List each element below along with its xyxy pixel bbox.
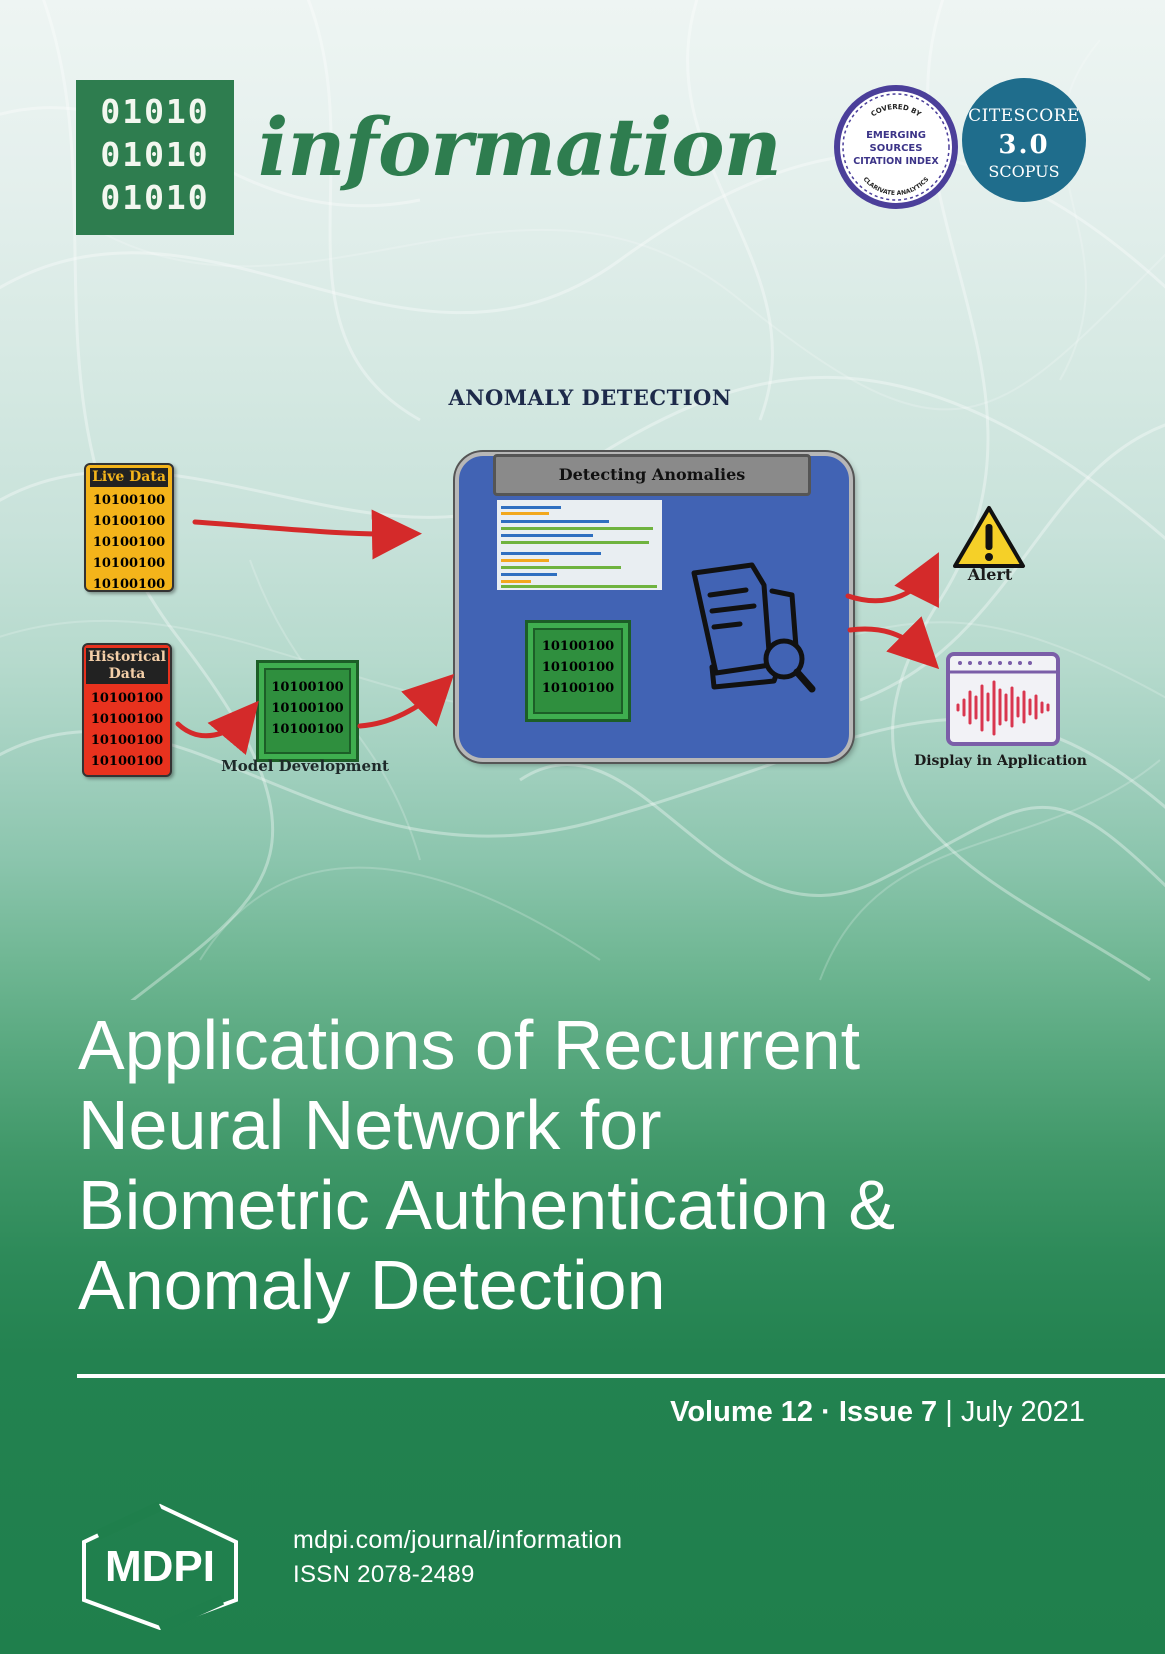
title-line: Biometric Authentication & bbox=[78, 1166, 896, 1244]
title-divider bbox=[77, 1374, 1165, 1378]
figure-title: ANOMALY DETECTION bbox=[448, 385, 732, 410]
thumbnail-bar bbox=[501, 541, 649, 544]
separator-pipe: | bbox=[937, 1396, 961, 1428]
title-line: Anomaly Detection bbox=[78, 1246, 666, 1324]
display-in-application-label: Display in Application bbox=[914, 753, 1087, 769]
historical-label-line: Data bbox=[108, 666, 146, 682]
thumbnail-bar bbox=[501, 559, 549, 562]
separator-dot: · bbox=[813, 1396, 839, 1428]
panel-chip: 10100100 10100100 10100100 bbox=[525, 620, 631, 722]
logo-binary-row: 01010 bbox=[100, 92, 210, 131]
citescore-source: SCOPUS bbox=[988, 162, 1060, 181]
journal-url: mdpi.com/journal/information bbox=[293, 1526, 623, 1554]
thumbnail-bar bbox=[501, 512, 549, 515]
publisher-name: MDPI bbox=[105, 1542, 215, 1591]
application-display-icon bbox=[946, 652, 1060, 746]
panel-title: Detecting Anomalies bbox=[493, 454, 811, 496]
esci-line: SOURCES bbox=[870, 143, 923, 154]
binary-line: 10100100 bbox=[271, 701, 344, 716]
citescore-label: CITESCORE bbox=[968, 106, 1080, 126]
binary-line: 10100100 bbox=[90, 754, 164, 769]
thumbnail-bar bbox=[501, 527, 653, 530]
title-line: Neural Network for bbox=[78, 1086, 662, 1164]
thumbnail-bar bbox=[501, 566, 621, 569]
logo-binary-row: 01010 bbox=[100, 178, 210, 217]
thumbnail-bar bbox=[501, 585, 657, 588]
issn: ISSN 2078-2489 bbox=[293, 1561, 475, 1588]
binary-line: 10100100 bbox=[90, 733, 164, 748]
binary-line: 10100100 bbox=[271, 722, 344, 737]
binary-line: 10100100 bbox=[271, 680, 344, 695]
binary-line: 10100100 bbox=[92, 535, 166, 550]
thumbnail-bar bbox=[501, 580, 531, 583]
thumbnail-bar bbox=[501, 520, 609, 523]
journal-name: information bbox=[258, 100, 782, 194]
logo-binary-row: 01010 bbox=[100, 135, 210, 174]
thumbnail-bar bbox=[501, 534, 593, 537]
binary-line: 10100100 bbox=[92, 493, 166, 508]
binary-line: 10100100 bbox=[90, 691, 164, 706]
esci-line: EMERGING bbox=[866, 130, 926, 141]
binary-line: 10100100 bbox=[541, 681, 615, 696]
thumbnail-bar bbox=[501, 552, 601, 555]
binary-line: 10100100 bbox=[90, 712, 164, 727]
issue-info: Volume 12 · Issue 7 | July 2021 bbox=[655, 1396, 1085, 1429]
thumbnail-bar bbox=[501, 573, 557, 576]
document-search-icon bbox=[691, 562, 816, 693]
binary-line: 10100100 bbox=[92, 577, 166, 592]
binary-line: 10100100 bbox=[92, 514, 166, 529]
citescore-value: 3.0 bbox=[998, 130, 1050, 160]
alert-icon bbox=[953, 506, 1025, 568]
thumbnail-bar bbox=[501, 506, 561, 509]
live-data-label: Live Data bbox=[90, 468, 168, 487]
journal-logo: 01010 01010 01010 bbox=[76, 80, 234, 235]
volume-label: Volume 12 bbox=[670, 1396, 814, 1428]
mdpi-logo: MDPI bbox=[82, 1502, 238, 1630]
binary-line: 10100100 bbox=[541, 639, 615, 654]
article-title: Applications of Recurrent Neural Network… bbox=[78, 1005, 1118, 1325]
esci-line: CITATION INDEX bbox=[853, 156, 939, 167]
bar-chart-thumbnail bbox=[497, 500, 662, 590]
model-chip: 10100100 10100100 10100100 bbox=[256, 660, 359, 762]
alert-label: Alert bbox=[967, 565, 1013, 584]
binary-line: 10100100 bbox=[92, 556, 166, 571]
issue-date: July 2021 bbox=[960, 1396, 1085, 1428]
citescore-badge: CITESCORE 3.0 SCOPUS bbox=[962, 78, 1086, 202]
binary-line: 10100100 bbox=[541, 660, 615, 675]
issue-label: Issue 7 bbox=[838, 1396, 938, 1428]
esci-badge: COVERED BY CLARIVATE ANALYTICS EMERGING … bbox=[834, 85, 958, 209]
model-development-label: Model Development bbox=[221, 757, 389, 775]
historical-label-line: Historical bbox=[88, 649, 166, 665]
live-data-card: Live Data 10100100 10100100 10100100 101… bbox=[84, 463, 174, 592]
title-line: Applications of Recurrent bbox=[78, 1006, 861, 1084]
